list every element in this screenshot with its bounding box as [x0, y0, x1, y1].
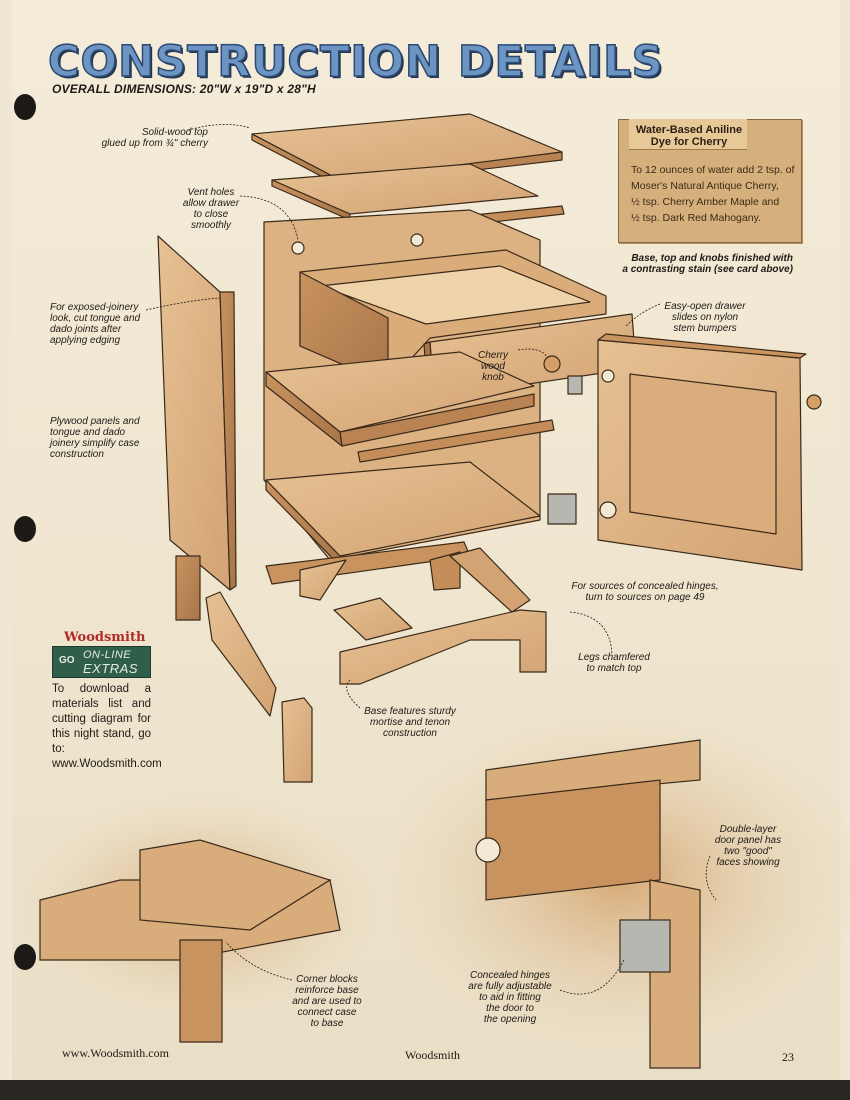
callout-line: Easy-open drawer [664, 301, 746, 312]
callout-line: to aid in fitting [479, 992, 541, 1003]
scan-edge [0, 1080, 850, 1100]
callout-line: wood [481, 361, 505, 372]
card-title-line: Water-Based Aniline [635, 124, 743, 136]
callout-line: Solid-wood top [141, 127, 208, 138]
recipe-line: To 12 ounces of water add 2 tsp. of [631, 164, 795, 176]
callout-exposed-joinery: For exposed-joinery look, cut tongue and… [50, 302, 162, 346]
callout-line: dado joints after [50, 324, 122, 335]
page-number: 23 [782, 1050, 794, 1064]
card-title: Water-Based Aniline Dye for Cherry [633, 124, 745, 148]
lower-rail [357, 419, 555, 463]
extras-label: EXTRAS [83, 661, 139, 676]
callout-line: look, cut tongue and [50, 313, 141, 324]
stain-note: Base, top and knobs finished with a cont… [603, 253, 793, 275]
card-title-line: Dye for Cherry [650, 136, 728, 148]
callout-line: For sources of concealed hinges, [571, 581, 719, 592]
recipe-line: ½ tsp. Dark Red Mahogany. [631, 212, 761, 224]
callout-double-layer: Double-layer door panel has two "good" f… [708, 824, 788, 868]
callout-line: applying edging [50, 335, 121, 346]
callout-line: to match top [586, 663, 642, 674]
callout-line: the opening [483, 1014, 537, 1025]
callout-line: door panel has [714, 835, 782, 846]
callout-cherry-knob: Cherry wood knob [470, 350, 516, 383]
callout-line: tongue and dado [50, 427, 126, 438]
callout-line: stem bumpers [673, 323, 737, 334]
concealed-hinge [547, 493, 577, 525]
callout-line: connect case [297, 1007, 357, 1018]
online-extras-logo[interactable]: Woodsmith GO ON-LINE EXTRAS [52, 630, 151, 678]
callout-hinge-sources: For sources of concealed hinges, turn to… [560, 581, 730, 603]
hinge-detail [380, 710, 850, 1069]
callout-concealed-hinges: Concealed hinges are fully adjustable to… [452, 970, 568, 1025]
callout-line: smoothly [190, 220, 231, 231]
callout-line: mortise and tenon [369, 717, 451, 728]
go-label: GO [59, 655, 75, 666]
binder-hole-top [14, 94, 36, 120]
stain-recipe-card: Water-Based Aniline Dye for Cherry To 12… [618, 119, 802, 243]
note-line: Base, top and knobs finished with [631, 253, 793, 264]
binder-hole-bottom [14, 944, 36, 970]
callout-line: For exposed-joinery [50, 302, 139, 313]
callout-line: faces showing [716, 857, 780, 868]
callout-line: Legs chamfered [578, 652, 650, 663]
hinge-plate [567, 375, 583, 395]
callout-vent-holes: Vent holes allow drawer to close smoothl… [174, 187, 248, 231]
callout-line: reinforce base [295, 985, 359, 996]
callout-line: to base [310, 1018, 344, 1029]
leg-left [175, 555, 201, 621]
online-extras-badge: GO ON-LINE EXTRAS [52, 646, 151, 678]
online-extras-text: To download a materials list and cutting… [52, 683, 162, 770]
callout-line: Plywood panels and [50, 416, 140, 427]
callout-line: Cherry [477, 350, 508, 361]
callout-line: the door to [486, 1003, 534, 1014]
case-subtop [271, 163, 539, 221]
callout-corner-blocks: Corner blocks reinforce base and are use… [282, 974, 372, 1029]
callout-line: Double-layer [719, 824, 777, 835]
recipe-line: ½ tsp. Cherry Amber Maple and [631, 196, 780, 208]
callout-line: and are used to [292, 996, 362, 1007]
binder-hole-middle [14, 516, 36, 542]
callout-line: construction [383, 728, 437, 739]
callout-line: turn to sources on page 49 [585, 592, 705, 603]
card-tab [629, 119, 747, 150]
woodsmith-brand: Woodsmith [64, 630, 146, 645]
callout-line: Base features sturdy [364, 706, 456, 717]
callout-line: joinery simplify case [50, 438, 140, 449]
leg-front [281, 697, 313, 783]
corner-block [333, 597, 413, 641]
card-recipe: To 12 ounces of water add 2 tsp. of Mose… [631, 162, 799, 226]
footer-url[interactable]: www.Woodsmith.com [62, 1046, 169, 1060]
cabinet-door [597, 333, 822, 571]
corner-block-detail [20, 795, 380, 1043]
callout-line: construction [50, 449, 104, 460]
callout-line: Concealed hinges [469, 970, 551, 981]
callout-line: Vent holes [187, 187, 235, 198]
online-label: ON-LINE [83, 649, 132, 661]
side-rail [205, 591, 277, 717]
callout-legs-chamfered: Legs chamfered to match top [568, 652, 660, 674]
callout-line: slides on nylon [671, 312, 739, 323]
recipe-line: Moser's Natural Antique Cherry, [631, 180, 779, 192]
callout-line: two "good" [724, 846, 772, 857]
callout-plywood-panels: Plywood panels and tongue and dado joine… [50, 416, 162, 460]
callout-line: glued up from ¾" cherry [101, 138, 208, 149]
callout-line: knob [482, 372, 504, 383]
case-shelf [265, 351, 535, 447]
note-line: a contrasting stain (see card above) [622, 264, 793, 275]
footer-magazine: Woodsmith [405, 1048, 461, 1062]
left-side-panel [157, 235, 237, 591]
overall-dimensions: OVERALL DIMENSIONS: 20"W x 19"D x 28"H [52, 82, 316, 96]
callout-easy-open: Easy-open drawer slides on nylon stem bu… [650, 301, 760, 334]
callout-solid-top: Solid-wood top glued up from ¾" cherry [70, 127, 208, 149]
callout-line: are fully adjustable [468, 981, 552, 992]
callout-line: Corner blocks [296, 974, 358, 985]
callout-base-features: Base features sturdy mortise and tenon c… [350, 706, 470, 739]
callout-line: to close [193, 209, 229, 220]
callout-line: allow drawer [182, 198, 240, 209]
drawer-box [299, 249, 607, 385]
case-bottom [265, 461, 541, 567]
page-title: CONSTRUCTION DETAILS [47, 37, 664, 87]
base-frame [265, 541, 547, 685]
